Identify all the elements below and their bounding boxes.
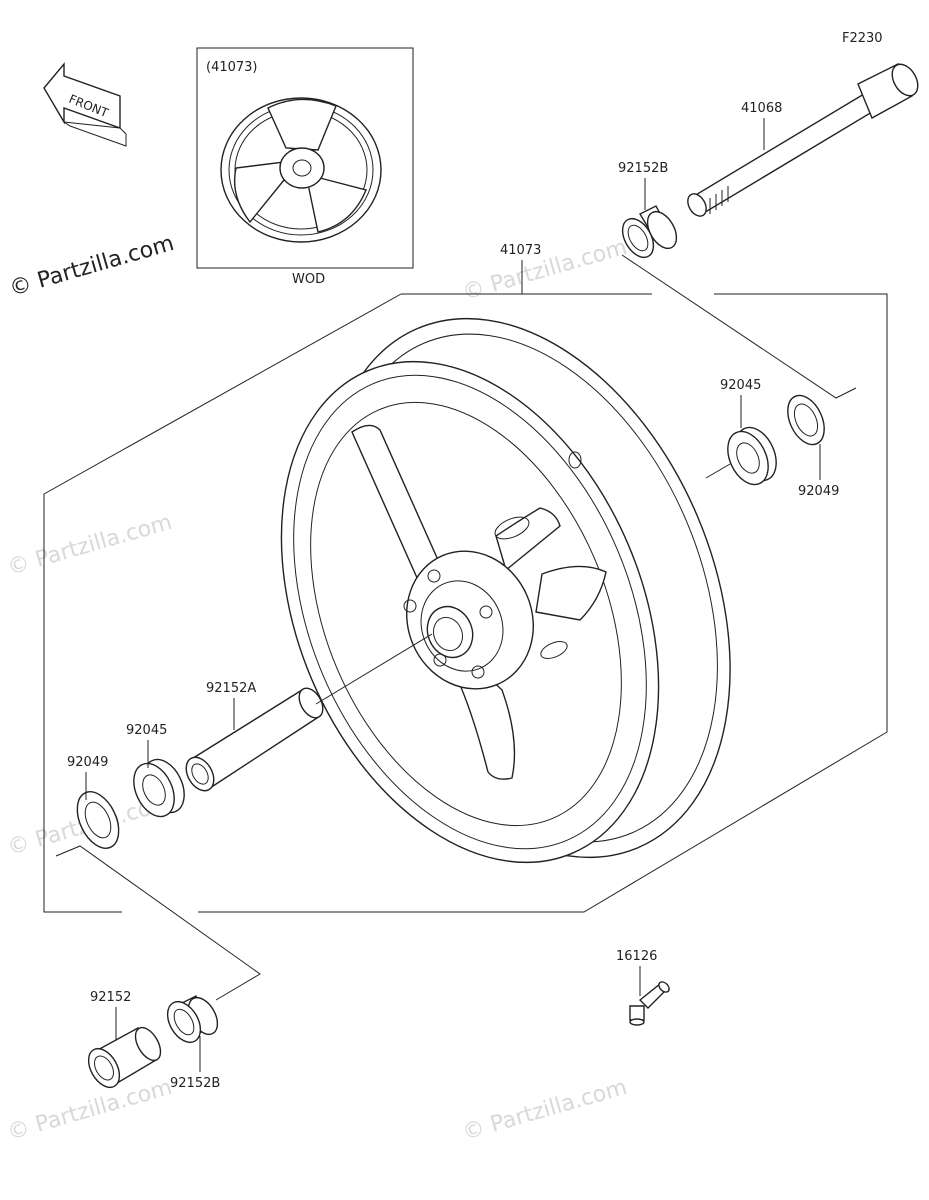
diagram-code: F2230 (842, 31, 883, 46)
label-seal-right: 92049 (798, 484, 839, 499)
wheel-assembly-icon (280, 317, 731, 864)
watermark: © Partzilla.com (5, 1075, 175, 1146)
seal-left-icon (76, 791, 120, 849)
collar-top-icon (621, 205, 678, 259)
label-collar-center: 92152A (206, 681, 256, 696)
label-bearing-left: 92045 (126, 723, 167, 738)
valve-icon (629, 981, 670, 1026)
collar-bottom-icon (87, 1026, 162, 1089)
label-collar-bottom-b: 92152B (170, 1076, 220, 1091)
label-seal-left: 92049 (67, 755, 108, 770)
label-collar-bottom: 92152 (90, 990, 131, 1005)
assembly-frame (43, 293, 888, 913)
collar-bottom-b-icon (166, 995, 219, 1043)
brand-label: © Partzilla.com (7, 231, 177, 302)
front-arrow-icon: FRONT (43, 62, 127, 147)
inset-wheel-icon (220, 97, 382, 243)
bearing-right-icon (727, 426, 777, 486)
inset-variant-label: WOD (292, 272, 325, 287)
label-wheel: 41073 (500, 243, 541, 258)
seal-right-icon (787, 394, 825, 446)
label-collar-top: 92152B (618, 161, 668, 176)
collar-center-icon (185, 687, 324, 792)
inset-variant: (41073) WOD (196, 47, 414, 287)
bearing-left-icon (133, 758, 185, 818)
watermark: © Partzilla.com (460, 1075, 630, 1146)
axle-icon (687, 63, 919, 217)
watermark: © Partzilla.com (5, 510, 175, 581)
label-bearing-right: 92045 (720, 378, 761, 393)
label-valve: 16126 (616, 949, 657, 964)
watermark: © Partzilla.com (460, 235, 630, 306)
label-axle: 41068 (741, 101, 782, 116)
inset-ref-label: (41073) (206, 60, 258, 75)
